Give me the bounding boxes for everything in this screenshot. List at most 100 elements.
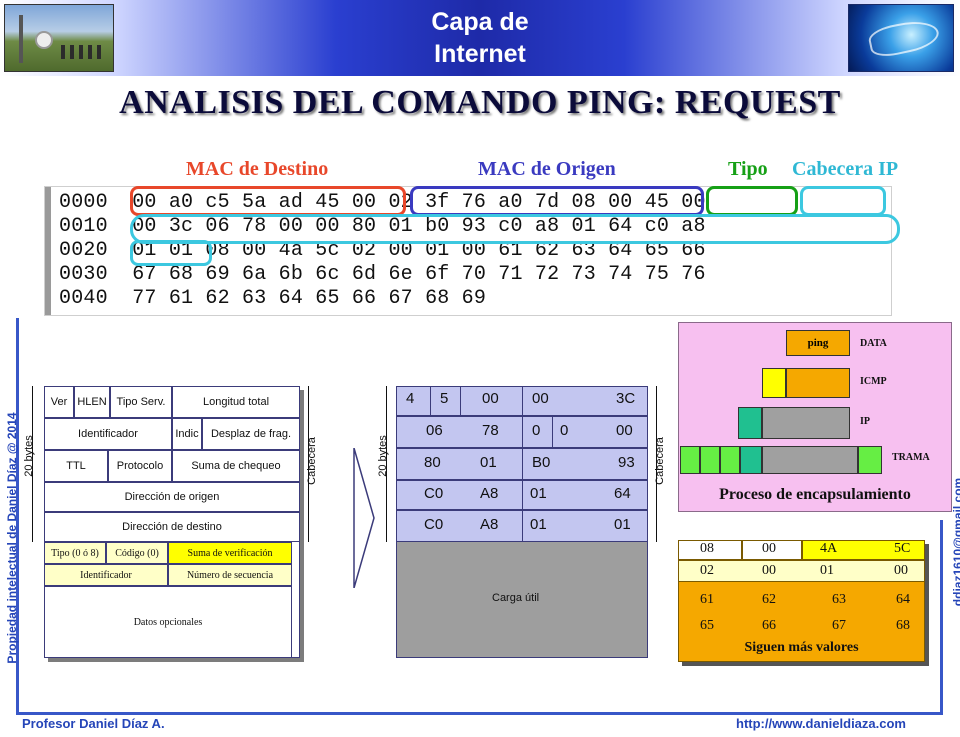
encap-frame-part (700, 446, 720, 474)
icmp-cell (678, 540, 742, 560)
icmp-val: 01 (820, 563, 834, 578)
highlight-cabecera-ip-start (800, 186, 886, 216)
copyright-text: Propiedad intelectual de Daniel Díaz @ 2… (5, 412, 19, 664)
cell-suma-chequeo: Suma de chequeo (172, 450, 300, 482)
digital-hand-icon (866, 16, 942, 60)
label-mac-destino: MAC de Destino (186, 158, 329, 180)
footer-url[interactable]: http://www.danieldiaza.com (736, 716, 906, 731)
label-20-bytes: 20 bytes (22, 435, 35, 477)
people-silhouette (61, 45, 101, 59)
arrow-right-icon (353, 448, 375, 588)
cell-ttl: TTL (44, 450, 108, 482)
encap-label-data: DATA (860, 338, 887, 349)
val-len-hi: 00 (532, 390, 549, 407)
cell-datos-opcionales: Datos opcionales (44, 586, 292, 658)
encapsulation-title: Proceso de encapsulamiento (719, 486, 911, 503)
hex-line: 0040 77 61 62 63 64 65 66 67 68 69 (59, 287, 487, 310)
val-checksum-hi: B0 (532, 454, 551, 471)
icmp-footer-text: Siguen más valores (744, 640, 859, 655)
encap-frame-trailer (858, 446, 882, 474)
cell-icmp-identificador: Identificador (44, 564, 168, 586)
divider (522, 386, 523, 542)
highlight-cabecera-ip-end (130, 240, 212, 266)
cell-identificador: Identificador (44, 418, 172, 450)
cell-longitud-total: Longitud total (172, 386, 300, 418)
val-flags: 0 (532, 422, 541, 439)
encap-ip-header (738, 407, 762, 439)
header-photo-digital-hand (848, 4, 954, 72)
antenna-tower (19, 15, 23, 63)
encap-label-icmp: ICMP (860, 376, 887, 387)
frame-right-line (940, 520, 943, 715)
val-hlen: 5 (440, 390, 449, 407)
cell-desplaz: Desplaz de frag. (202, 418, 300, 450)
cell-icmp-tipo: Tipo (0 ó 8) (44, 542, 106, 564)
val-checksum-lo: 93 (618, 454, 635, 471)
bracket-20-bytes (32, 386, 33, 542)
val-id-hi: 06 (426, 422, 443, 439)
bracket-cabecera (308, 386, 309, 542)
cell-direccion-origen: Dirección de origen (44, 482, 300, 512)
icmp-val: 5C (894, 541, 911, 556)
cell-icmp-secuencia: Número de secuencia (168, 564, 292, 586)
hex-line: 0000 00 a0 c5 5a ad 45 00 02 3f 76 a0 7d… (59, 191, 706, 214)
val-dst-4: 01 (614, 516, 631, 533)
hex-dump-scrollbar[interactable] (45, 187, 51, 315)
val-version: 4 (406, 390, 415, 407)
cell-ver: Ver (44, 386, 74, 418)
val-src-1: C0 (424, 485, 444, 502)
satellite-dish-icon (35, 31, 53, 49)
icmp-val: 4A (820, 541, 838, 556)
encap-icmp-payload (786, 368, 850, 398)
encap-ping-box: ping (786, 330, 850, 356)
icmp-cell (742, 540, 802, 560)
encap-frame-ip (740, 446, 762, 474)
icmp-val: 65 (700, 618, 714, 633)
label-20-bytes: 20 bytes (376, 435, 389, 477)
email-text[interactable]: ddiaz1610@gmail.com (951, 477, 960, 607)
hex-line: 0020 01 01 08 00 4a 5c 02 00 01 00 61 62… (59, 239, 706, 262)
val-len-lo: 3C (616, 390, 636, 407)
icmp-val: 00 (894, 563, 908, 578)
label-cabecera-ip: Cabecera IP (792, 158, 899, 180)
cell-indic: Indic (172, 418, 202, 450)
cell-tipo-serv: Tipo Serv. (110, 386, 172, 418)
icmp-val: 61 (700, 592, 714, 607)
highlight-tipo (706, 186, 798, 216)
icmp-val: 02 (700, 563, 714, 578)
icmp-val: 00 (762, 541, 776, 556)
val-offset-lo: 00 (616, 422, 633, 439)
highlight-mac-destino (130, 186, 406, 216)
val-src-3: 01 (530, 485, 547, 502)
label-cabecera: Cabecera (653, 437, 666, 485)
cell-icmp-suma: Suma de verificación (168, 542, 292, 564)
hex-dump-panel: 0000 00 a0 c5 5a ad 45 00 02 3f 76 a0 7d… (44, 186, 892, 316)
section-title: Capa de Internet (380, 6, 580, 70)
frame-left-line (16, 318, 19, 714)
hex-line: 0030 67 68 69 6a 6b 6c 6d 6e 6f 70 71 72… (59, 263, 706, 286)
val-ttl: 80 (424, 454, 441, 471)
frame-bottom-line (16, 712, 942, 715)
encap-label-ip: IP (860, 416, 870, 427)
bracket-20-bytes (386, 386, 387, 542)
icmp-val: 62 (762, 592, 776, 607)
header-bar (0, 0, 960, 76)
highlight-mac-origen (410, 186, 704, 216)
encap-frame-part (680, 446, 700, 474)
icmp-val: 08 (700, 541, 714, 556)
val-tos: 00 (482, 390, 499, 407)
icmp-val: 66 (762, 618, 776, 633)
divider (430, 386, 431, 416)
encap-ip-payload (762, 407, 850, 439)
footer-author: Profesor Daniel Díaz A. (22, 716, 165, 731)
val-offset-hi: 0 (560, 422, 569, 439)
icmp-cell (802, 540, 925, 560)
label-carga-util: Carga útil (492, 592, 540, 604)
encap-frame-payload (762, 446, 858, 474)
val-dst-2: A8 (480, 516, 499, 533)
encap-icmp-header (762, 368, 786, 398)
icmp-val: 00 (762, 563, 776, 578)
encap-label-trama: TRAMA (892, 452, 930, 463)
val-src-4: 64 (614, 485, 631, 502)
icmp-val: 63 (832, 592, 846, 607)
